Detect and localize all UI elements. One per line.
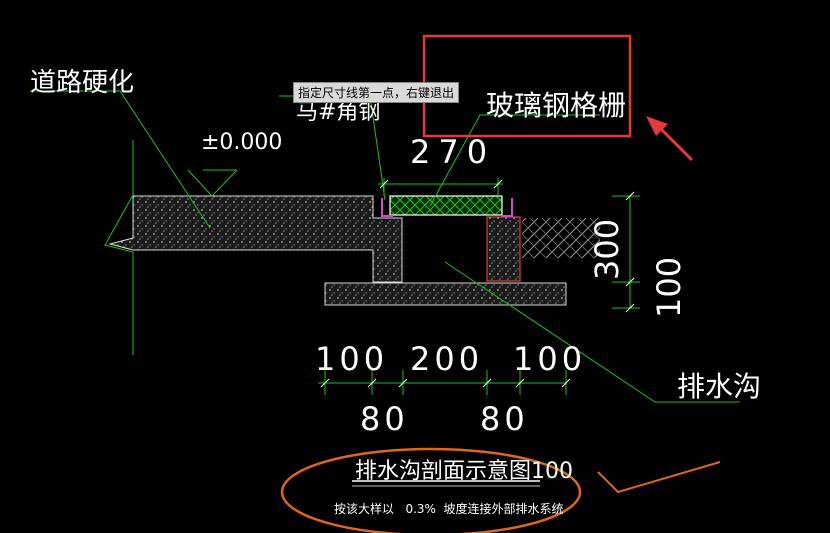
dim-80-right: 80 xyxy=(480,400,529,438)
angle-steel-right xyxy=(501,198,513,217)
steel-label: 马#角钢 xyxy=(296,100,381,125)
dim-100-right: 100 xyxy=(650,256,688,318)
section-title: 排水沟剖面示意图100 xyxy=(355,459,573,484)
grating-rect xyxy=(389,195,503,216)
section-note: 按该大样以 0.3% 坡度连接外部排水系统 xyxy=(334,502,564,516)
dim-100-mid: 100 xyxy=(513,340,587,378)
road-label: 道路硬化 xyxy=(30,68,135,98)
base-slab xyxy=(324,282,567,306)
dim-100-left: 100 xyxy=(315,340,389,378)
soil-hatch xyxy=(522,218,600,258)
orange-mark xyxy=(597,461,721,494)
dim-80-left: 80 xyxy=(360,400,409,438)
dim-300: 300 xyxy=(588,218,626,280)
angle-steel-left xyxy=(381,198,393,217)
dim-200: 200 xyxy=(410,340,484,378)
right-wall xyxy=(486,216,521,282)
orange-circle xyxy=(280,447,582,533)
red-arrow xyxy=(646,116,694,162)
dim-ticks xyxy=(320,179,635,388)
road-slab xyxy=(108,195,403,283)
drain-label: 排水沟 xyxy=(677,370,762,403)
elevation-label: ±0.000 xyxy=(201,130,283,155)
grating-label: 玻璃钢格栅 xyxy=(486,89,627,122)
dim-270: 270 xyxy=(410,133,496,171)
command-tooltip: 指定尺寸线第一点，右键退出 xyxy=(293,82,460,103)
